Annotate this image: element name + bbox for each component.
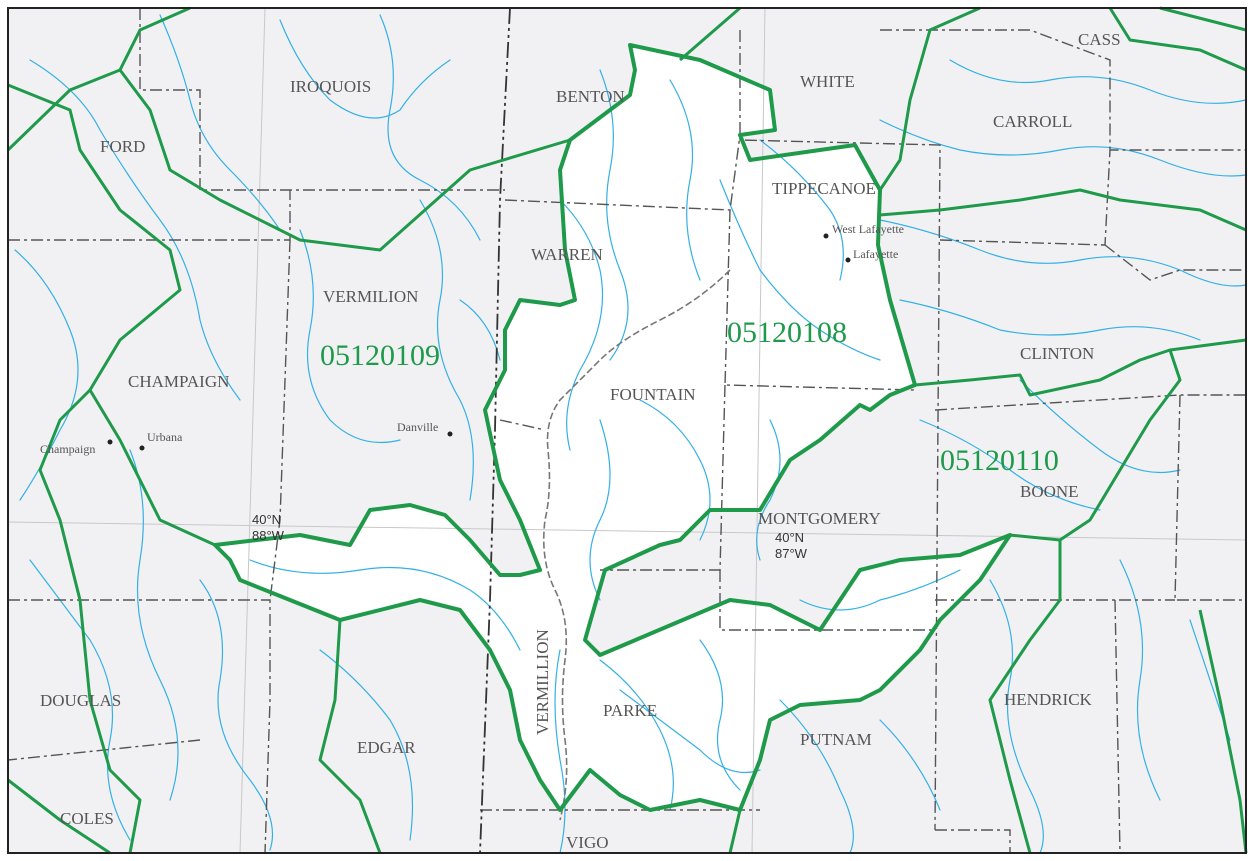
huc-boundary-hendrick (988, 540, 1062, 854)
huc-boundary-east (879, 188, 1247, 232)
west-lafayette-marker (823, 233, 829, 239)
county-label-vermillion: VERMILLION (533, 629, 552, 735)
county-label-parke: PARKE (603, 701, 657, 720)
huc-boundary-northeast-2 (1159, 6, 1247, 32)
huc-label-05120109: 05120109 (320, 339, 440, 372)
county-label-iroquois: IROQUOIS (290, 77, 371, 96)
city-labels: West Lafayette Lafayette Danville Champa… (40, 222, 904, 456)
huc-boundary-north (679, 6, 741, 62)
huc-boundaries (6, 6, 1248, 855)
huc-boundary-edgar (318, 619, 382, 854)
city-label-west-lafayette: West Lafayette (832, 222, 904, 236)
coord-label-west-lon: 88°W (252, 528, 285, 543)
county-label-benton: BENTON (556, 87, 625, 106)
huc-boundary-south (728, 809, 742, 854)
county-label-vermilion: VERMILION (323, 287, 418, 306)
city-label-champaign: Champaign (40, 442, 95, 456)
river-network (14, 14, 1247, 854)
map-frame (7, 7, 1247, 854)
county-label-vigo: VIGO (566, 833, 609, 852)
huc-label-05120110: 05120110 (940, 444, 1059, 477)
county-label-montgomery: MONTGOMERY (758, 509, 881, 528)
huc-boundary-west-north (118, 6, 191, 71)
city-markers (107, 233, 851, 451)
huc-label-05120108: 05120108 (727, 316, 847, 349)
danville-marker (447, 431, 453, 437)
huc-boundary-main (213, 43, 1012, 812)
huc-boundary-ford (7, 83, 182, 854)
coord-label-west-lat: 40°N (252, 512, 281, 527)
city-label-danville: Danville (397, 420, 438, 434)
huc-boundary-southwest (88, 389, 216, 547)
county-label-cass: CASS (1078, 30, 1121, 49)
huc-boundary-northeast (1108, 7, 1247, 72)
county-label-fountain: FOUNTAIN (610, 385, 696, 404)
county-label-ford: FORD (100, 137, 145, 156)
huc-boundary-southeast (1198, 609, 1248, 854)
county-label-hendrick: HENDRICK (1004, 690, 1093, 709)
coord-label-east-lon: 87°W (775, 546, 808, 561)
state-line (479, 7, 511, 854)
city-label-urbana: Urbana (147, 430, 183, 444)
county-label-douglas: DOUGLAS (40, 691, 121, 710)
county-boundaries (7, 8, 1246, 854)
huc-boundary-coles (7, 778, 111, 855)
champaign-marker (107, 439, 113, 445)
basin-highlight-fill (215, 45, 1010, 810)
urbana-marker (139, 445, 145, 451)
county-label-putnam: PUTNAM (800, 730, 872, 749)
coordinate-labels: 40°N 88°W 40°N 87°W (252, 512, 808, 561)
coord-label-east-lat: 40°N (775, 530, 804, 545)
county-label-tippecanoe: TIPPECANOE (772, 179, 876, 198)
county-label-coles: COLES (60, 809, 114, 828)
county-label-boone: BOONE (1020, 482, 1079, 501)
county-label-champaign: CHAMPAIGN (128, 372, 229, 391)
county-labels: IROQUOIS BENTON WHITE CASS FORD CARROLL … (40, 30, 1121, 852)
city-label-lafayette: Lafayette (853, 247, 898, 261)
county-label-edgar: EDGAR (357, 738, 416, 757)
huc-boundary-north-2 (878, 6, 981, 191)
huc-boundary-clinton (914, 338, 1247, 397)
county-label-warren: WARREN (531, 245, 603, 264)
huc-boundary-west (6, 68, 571, 252)
main-river (542, 269, 731, 821)
county-label-white: WHITE (800, 72, 855, 91)
huc-labels: 05120109 05120108 05120110 (320, 316, 1059, 477)
county-label-carroll: CARROLL (993, 112, 1072, 131)
county-label-clinton: CLINTON (1020, 344, 1094, 363)
lafayette-marker (845, 257, 851, 263)
